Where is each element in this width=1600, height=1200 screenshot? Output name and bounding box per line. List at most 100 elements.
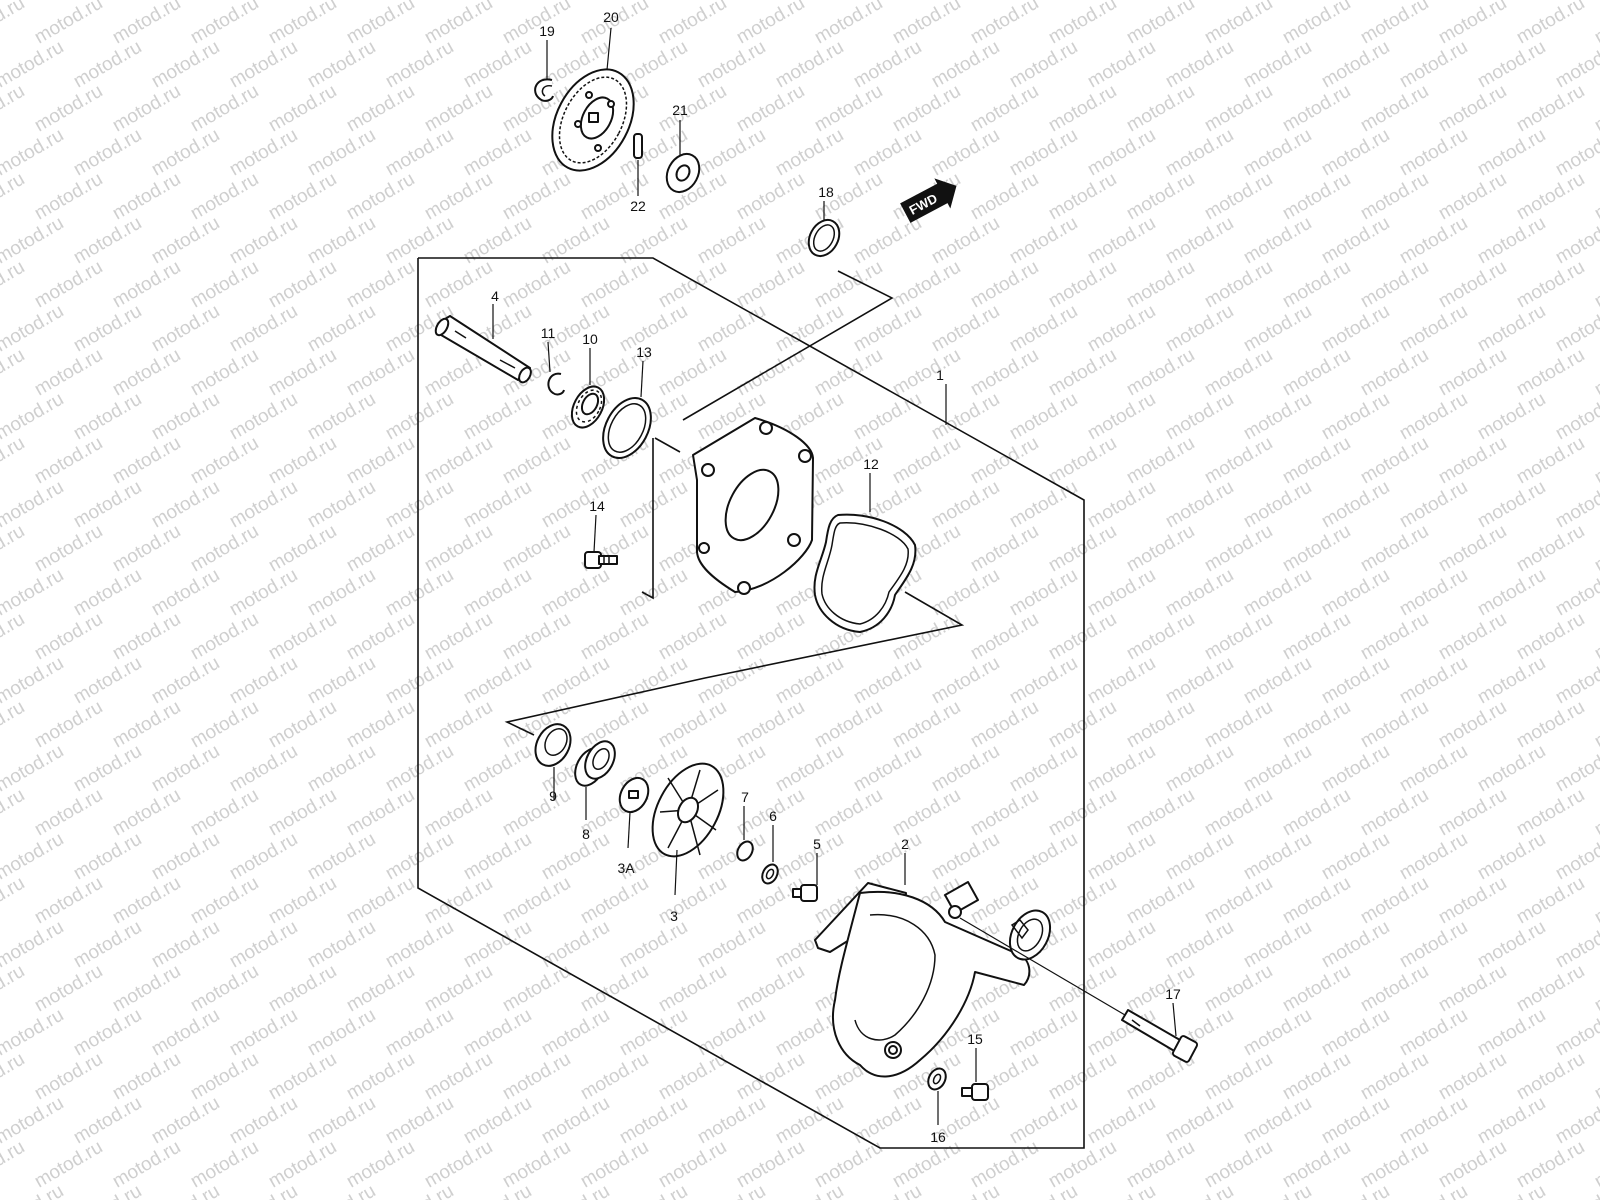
watermark-text: motod.ru [1474, 653, 1549, 709]
watermark-text: motod.ru [1045, 81, 1120, 137]
watermark-text: motod.ru [1396, 1181, 1471, 1200]
watermark-text: motod.ru [694, 213, 769, 269]
watermark-text: motod.ru [733, 0, 808, 48]
watermark-text: motod.ru [382, 213, 457, 269]
watermark-text: motod.ru [1162, 1181, 1237, 1200]
watermark-text: motod.ru [928, 213, 1003, 269]
watermark-text: motod.ru [616, 1093, 691, 1149]
watermark-text: motod.ru [0, 433, 28, 489]
watermark-text: motod.ru [1240, 1005, 1315, 1061]
watermark-text: motod.ru [1357, 345, 1432, 401]
watermark-text: motod.ru [187, 1137, 262, 1193]
watermark-text: motod.ru [733, 257, 808, 313]
watermark-text: motod.ru [1279, 873, 1354, 929]
watermark-text: motod.ru [31, 961, 106, 1017]
watermark-text: motod.ru [1006, 565, 1081, 621]
watermark-text: motod.ru [1201, 697, 1276, 753]
watermark-text: motod.ru [499, 609, 574, 665]
watermark-text: motod.ru [1201, 81, 1276, 137]
watermark-text: motod.ru [1435, 257, 1510, 313]
watermark-text: motod.ru [1435, 961, 1510, 1017]
watermark-text: motod.ru [1474, 741, 1549, 797]
watermark-text: motod.ru [1318, 301, 1393, 357]
watermark-text: motod.ru [967, 521, 1042, 577]
watermark-text: motod.ru [499, 169, 574, 225]
watermark-text: motod.ru [1006, 37, 1081, 93]
watermark-text: motod.ru [772, 125, 847, 181]
watermark-text: motod.ru [577, 609, 652, 665]
watermark-text: motod.ru [226, 829, 301, 885]
watermark-text: motod.ru [850, 125, 925, 181]
watermark-text: motod.ru [1591, 697, 1600, 753]
watermark-text: motod.ru [1591, 1049, 1600, 1105]
watermark-text: motod.ru [460, 125, 535, 181]
watermark-text: motod.ru [1318, 565, 1393, 621]
watermark-text: motod.ru [1357, 1049, 1432, 1105]
watermark-text: motod.ru [655, 873, 730, 929]
watermark-text: motod.ru [421, 0, 496, 48]
watermark-text: motod.ru [343, 1137, 418, 1193]
watermark-text: motod.ru [1006, 653, 1081, 709]
watermark-text: motod.ru [265, 785, 340, 841]
watermark-text: motod.ru [0, 301, 67, 357]
watermark-text: motod.ru [538, 213, 613, 269]
watermark-text: motod.ru [226, 477, 301, 533]
watermark-text: motod.ru [1591, 0, 1600, 48]
watermark-text: motod.ru [382, 477, 457, 533]
watermark-text: motod.ru [1240, 1181, 1315, 1200]
watermark-text: motod.ru [1474, 829, 1549, 885]
watermark-text: motod.ru [928, 477, 1003, 533]
watermark-text: motod.ru [889, 697, 964, 753]
watermark-text: motod.ru [0, 609, 28, 665]
watermark-text: motod.ru [538, 829, 613, 885]
watermark-text: motod.ru [70, 1093, 145, 1149]
watermark-text: motod.ru [1279, 697, 1354, 753]
watermark-text: motod.ru [1240, 125, 1315, 181]
watermark-text: motod.ru [655, 81, 730, 137]
watermark-text: motod.ru [148, 829, 223, 885]
watermark-text: motod.ru [1435, 785, 1510, 841]
watermark-text: motod.ru [31, 609, 106, 665]
watermark-text: motod.ru [70, 829, 145, 885]
watermark-text: motod.ru [0, 741, 67, 797]
watermark-text: motod.ru [1357, 169, 1432, 225]
watermark-text: motod.ru [460, 741, 535, 797]
watermark-text: motod.ru [1240, 917, 1315, 973]
watermark-text: motod.ru [1591, 345, 1600, 401]
watermark-text: motod.ru [1240, 477, 1315, 533]
watermark-text: motod.ru [265, 169, 340, 225]
watermark-text: motod.ru [1162, 829, 1237, 885]
watermark-text: motod.ru [1435, 0, 1510, 48]
watermark-text: motod.ru [1162, 213, 1237, 269]
callout-12: 12 [863, 456, 879, 472]
watermark-text: motod.ru [772, 301, 847, 357]
watermark-text: motod.ru [1006, 213, 1081, 269]
watermark-text: motod.ru [499, 873, 574, 929]
watermark-text: motod.ru [577, 257, 652, 313]
watermark-text: motod.ru [1279, 257, 1354, 313]
watermark-text: motod.ru [1318, 125, 1393, 181]
watermark-text: motod.ru [148, 301, 223, 357]
watermark-text: motod.ru [1474, 125, 1549, 181]
watermark-text: motod.ru [187, 257, 262, 313]
watermark-text: motod.ru [577, 1137, 652, 1193]
watermark-text: motod.ru [226, 917, 301, 973]
watermark-text: motod.ru [889, 433, 964, 489]
watermark-text: motod.ru [421, 1049, 496, 1105]
watermark-text: motod.ru [1006, 125, 1081, 181]
watermark-text: motod.ru [1318, 741, 1393, 797]
watermark-text: motod.ru [1045, 433, 1120, 489]
watermark-text: motod.ru [382, 653, 457, 709]
watermark-text: motod.ru [187, 433, 262, 489]
callout-3a: 3A [617, 860, 635, 876]
watermark-text: motod.ru [1318, 829, 1393, 885]
watermark-text: motod.ru [343, 609, 418, 665]
watermark-text: motod.ru [109, 873, 184, 929]
watermark-text: motod.ru [148, 213, 223, 269]
assembly-outline [417, 257, 1085, 1149]
watermark-text: motod.ru [304, 1181, 379, 1200]
watermark-text: motod.ru [1513, 433, 1588, 489]
watermark-text: motod.ru [421, 697, 496, 753]
watermark-text: motod.ru [655, 697, 730, 753]
